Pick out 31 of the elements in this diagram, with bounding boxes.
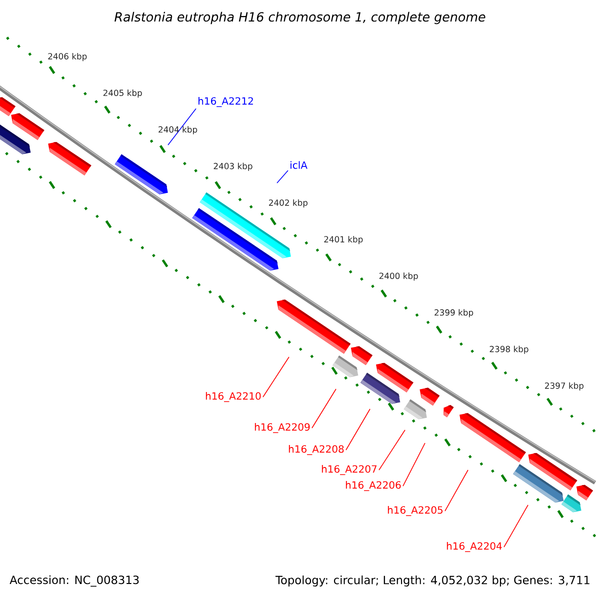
gene-label: h16_A2205: [388, 506, 442, 516]
scale-label: 2404 kbp: [158, 126, 198, 134]
footer-text: Accession: NC_008313: [10, 575, 139, 587]
footer-text: Topology: circular; Length: 4,052,032 bp; Genes: 3,711: [275, 576, 590, 586]
gene-label: h16_A2209: [254, 423, 310, 433]
gene-label: h16_A2212: [198, 97, 253, 107]
gene-label: h16_A2206: [346, 481, 401, 491]
leader-line: [168, 108, 196, 146]
scale-label: 2400 kbp: [379, 272, 418, 281]
leader-line: [312, 388, 336, 428]
scale-label: 2399 kbp: [434, 309, 474, 318]
scale-label: 2398 kbp: [490, 346, 528, 354]
title: Ralstonia eutropha H16 chromosome 1, complete genome: [114, 12, 486, 24]
leader-line: [444, 470, 468, 512]
gene-label: h16_A2207: [322, 465, 377, 475]
gene-label: h16_A2210: [206, 392, 261, 402]
leader-line: [504, 504, 528, 548]
gene-label: iclA: [290, 161, 308, 169]
leader-line: [378, 430, 406, 470]
scale-label: 2406 kbp: [48, 52, 87, 62]
scale-label: 2401 kbp: [324, 236, 363, 244]
leader-line: [262, 356, 290, 398]
scale-label: 2397 kbp: [545, 382, 584, 390]
leader-line: [402, 442, 426, 486]
gene-label: h16_A2204: [446, 542, 502, 552]
scale-label: 2403 kbp: [214, 162, 252, 171]
scale-label: 2405 kbp: [103, 90, 142, 98]
scale-label: 2402 kbp: [269, 199, 308, 208]
leader-line: [346, 408, 370, 450]
leader-line: [276, 170, 288, 184]
gene-label: h16_A2208: [288, 445, 344, 455]
